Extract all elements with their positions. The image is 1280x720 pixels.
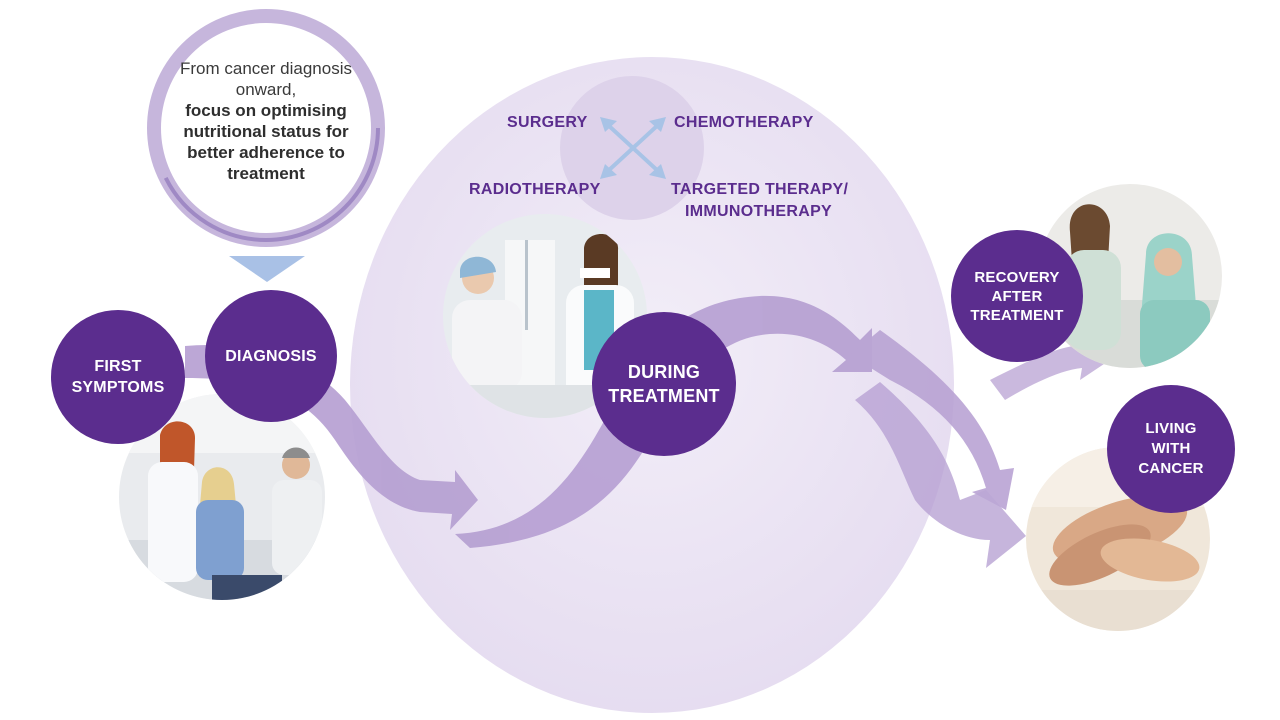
living-with-cancer-label: LIVING WITH CANCER: [1107, 385, 1235, 513]
first-symptoms-line1: FIRST: [94, 358, 142, 375]
diagnosis-line1: DIAGNOSIS: [225, 347, 317, 365]
recovery-label: RECOVERY AFTER TREATMENT: [951, 230, 1083, 362]
during-treatment-circle: [592, 312, 736, 456]
living-with-cancer-circle: [1107, 385, 1235, 513]
therapy-radiotherapy: RADIOTHERAPY: [469, 181, 601, 198]
living-line3: CANCER: [1138, 460, 1204, 477]
first-symptoms-line2: SYMPTOMS: [71, 379, 165, 396]
callout-emphasis: focus on optimising nutritional status f…: [183, 101, 349, 183]
during-treatment-line2: TREATMENT: [608, 386, 720, 406]
callout-ring: [147, 9, 385, 247]
diagnosis-circle: [205, 290, 337, 422]
nutrition-callout: From cancer diagnosis onward, focus on o…: [168, 58, 364, 184]
recovery-circle: [951, 230, 1083, 362]
callout-intro: From cancer diagnosis onward,: [180, 59, 352, 99]
therapy-surgery: SURGERY: [507, 114, 588, 131]
during-treatment-line1: DURING: [627, 362, 701, 382]
therapy-targeted-line2: IMMUNOTHERAPY: [685, 203, 833, 220]
recovery-line3: TREATMENT: [970, 306, 1064, 324]
living-line1: LIVING: [1145, 420, 1197, 437]
first-symptoms-label: FIRST SYMPTOMS: [51, 310, 185, 444]
callout-pointer-triangle: [229, 256, 305, 282]
during-treatment-label: DURING TREATMENT: [592, 312, 736, 456]
living-line2: WITH: [1151, 440, 1191, 457]
therapy-chemotherapy: CHEMOTHERAPY: [674, 114, 814, 131]
therapy-targeted: TARGETED THERAPY/ IMMUNOTHERAPY: [671, 179, 848, 223]
recovery-line1: RECOVERY: [974, 268, 1060, 286]
therapy-targeted-line1: TARGETED THERAPY/: [671, 181, 849, 198]
recovery-line2: AFTER: [991, 287, 1043, 305]
patient-receiving-treatment-photo: [443, 214, 647, 418]
diagnosis-label: DIAGNOSIS: [205, 290, 337, 422]
therapy-cross-arrows-icon: [600, 117, 666, 179]
first-symptoms-circle: [51, 310, 185, 444]
